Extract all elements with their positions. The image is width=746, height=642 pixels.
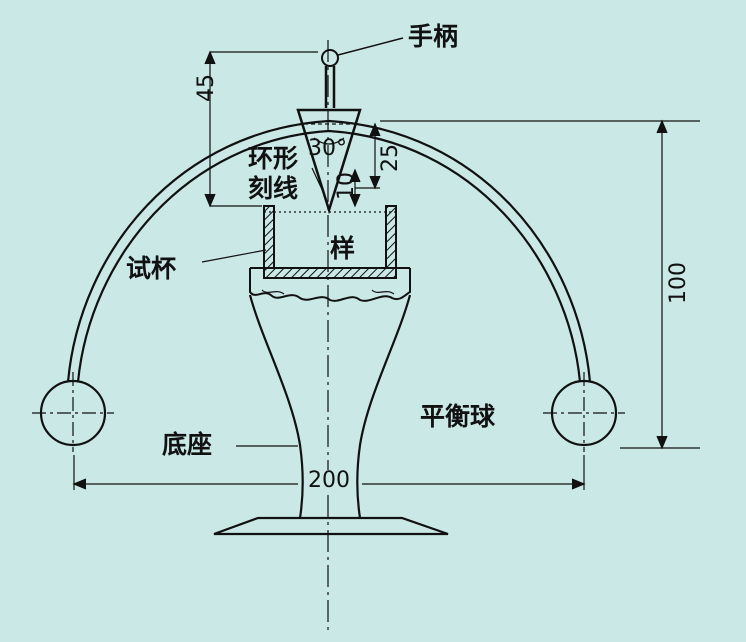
label-base: 底座	[162, 430, 213, 459]
leader-ring-mark	[311, 167, 327, 199]
dimension-100	[380, 119, 700, 450]
label-ring-mark-1: 环形	[248, 144, 299, 173]
arch-part	[66, 119, 592, 383]
dimension-10-25	[349, 122, 381, 208]
label-sample: 样	[330, 234, 356, 263]
dim-200: 200	[306, 468, 352, 493]
test-cup-part	[250, 205, 410, 279]
dim-100: 100	[666, 262, 691, 304]
label-ring-mark-2: 刻线	[248, 174, 299, 203]
dimension-45	[204, 50, 318, 208]
label-test-cup: 试杯	[126, 254, 177, 283]
dim-25: 25	[378, 144, 403, 172]
leader-test-cup	[201, 249, 267, 263]
dim-angle: 30°	[308, 136, 347, 161]
handle-part	[321, 37, 404, 108]
dim-10: 10	[334, 172, 359, 200]
cone-part	[296, 108, 362, 215]
dimension-200	[72, 455, 586, 490]
right-balance-ball	[543, 372, 625, 452]
base-part	[213, 268, 449, 536]
dim-45: 45	[194, 74, 219, 102]
left-balance-ball	[32, 372, 114, 452]
label-handle: 手柄	[408, 22, 459, 51]
label-balance-ball: 平衡球	[420, 402, 496, 431]
